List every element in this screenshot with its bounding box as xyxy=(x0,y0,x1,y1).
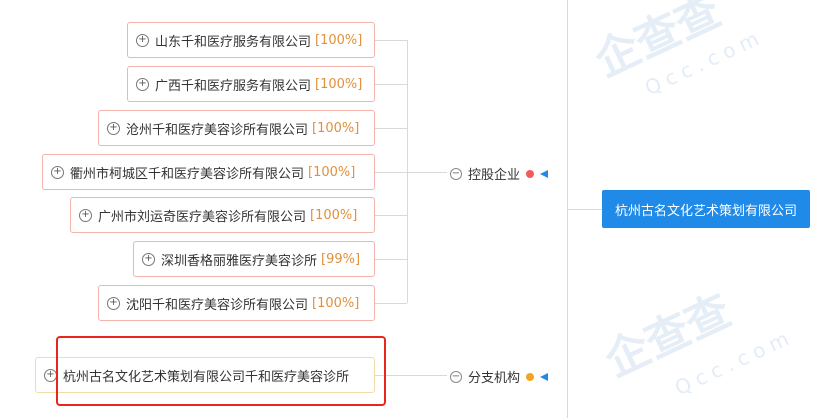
company-name: 沈阳千和医疗美容诊所有限公司 xyxy=(126,297,309,313)
company-name: 广西千和医疗服务有限公司 xyxy=(155,78,312,94)
plus-circle-icon[interactable]: + xyxy=(107,296,120,310)
plus-circle-icon[interactable]: + xyxy=(51,165,64,179)
company-name: 沧州千和医疗美容诊所有限公司 xyxy=(126,122,309,138)
arrow-left-icon xyxy=(540,372,549,381)
group-label: 分支机构 xyxy=(468,371,521,386)
connector-line xyxy=(375,172,407,173)
connector-line xyxy=(375,128,407,129)
connector-vertical xyxy=(407,40,408,303)
share-percentage: [99%] xyxy=(321,251,361,267)
share-percentage: [100%] xyxy=(308,164,356,180)
connector-line xyxy=(375,215,407,216)
connector-line xyxy=(375,40,407,41)
company-name: 杭州古名文化艺术策划有限公司千和医疗美容诊所 xyxy=(63,369,350,385)
holding-item[interactable]: + 山东千和医疗服务有限公司 [100%] xyxy=(127,22,375,58)
connector-line xyxy=(375,84,407,85)
connector-line xyxy=(407,172,447,173)
branch-item[interactable]: + 杭州古名文化艺术策划有限公司千和医疗美容诊所 xyxy=(35,357,375,393)
group-label: 控股企业 xyxy=(468,168,521,183)
company-name: 深圳香格丽雅医疗美容诊所 xyxy=(161,253,318,269)
connector-line xyxy=(375,303,407,304)
plus-circle-icon[interactable]: + xyxy=(79,208,92,222)
center-company-node[interactable]: 杭州古名文化艺术策划有限公司 xyxy=(602,190,810,228)
plus-circle-icon[interactable]: + xyxy=(142,252,155,266)
connector-line xyxy=(567,209,602,210)
holding-item[interactable]: + 沈阳千和医疗美容诊所有限公司 [100%] xyxy=(98,285,375,321)
holding-item[interactable]: + 沧州千和医疗美容诊所有限公司 [100%] xyxy=(98,110,375,146)
share-percentage: [100%] xyxy=(312,120,360,136)
plus-circle-icon[interactable]: + xyxy=(136,33,149,47)
holding-item[interactable]: + 深圳香格丽雅医疗美容诊所 [99%] xyxy=(133,241,375,277)
connector-line xyxy=(375,375,447,376)
minus-circle-icon[interactable]: − xyxy=(450,167,462,180)
arrow-left-icon xyxy=(540,169,549,178)
status-dot xyxy=(526,169,535,178)
company-name: 山东千和医疗服务有限公司 xyxy=(155,34,312,50)
highlight-box xyxy=(56,336,386,406)
share-percentage: [100%] xyxy=(310,207,358,223)
share-percentage: [100%] xyxy=(315,32,363,48)
company-name: 衢州市柯城区千和医疗美容诊所有限公司 xyxy=(70,166,305,182)
share-percentage: [100%] xyxy=(312,295,360,311)
plus-circle-icon[interactable]: + xyxy=(107,121,120,135)
company-name: 广州市刘运奇医疗美容诊所有限公司 xyxy=(98,209,307,225)
holding-item[interactable]: + 广西千和医疗服务有限公司 [100%] xyxy=(127,66,375,102)
connector-line xyxy=(375,259,407,260)
group-branch[interactable]: − 分支机构 xyxy=(450,367,549,386)
holding-item[interactable]: + 广州市刘运奇医疗美容诊所有限公司 [100%] xyxy=(70,197,375,233)
holding-item[interactable]: + 衢州市柯城区千和医疗美容诊所有限公司 [100%] xyxy=(42,154,375,190)
share-percentage: [100%] xyxy=(315,76,363,92)
status-dot xyxy=(526,372,535,381)
group-holding[interactable]: − 控股企业 xyxy=(450,164,549,183)
plus-circle-icon[interactable]: + xyxy=(136,77,149,91)
minus-circle-icon[interactable]: − xyxy=(450,370,462,383)
